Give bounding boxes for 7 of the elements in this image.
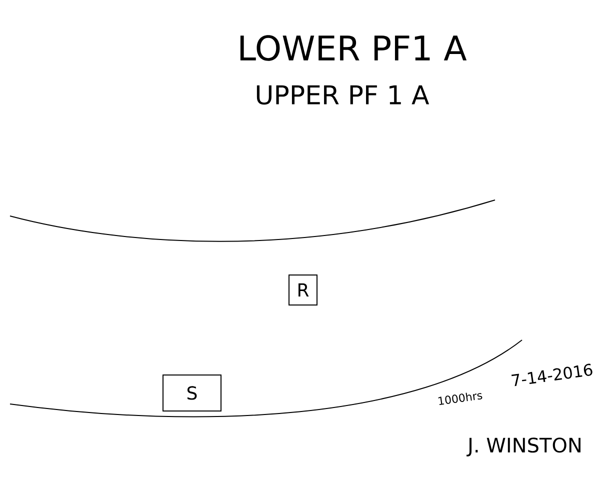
title-text: UPPER PF 1 A [256,85,430,105]
label-box: R [288,274,318,306]
signature-text: J. WINSTON [466,438,580,456]
title-text: LOWER PF1 A [240,35,467,61]
note-text: 1000hrs [438,392,482,405]
date-text: 7-14-2016 [511,364,592,386]
label-box: S [162,374,222,412]
